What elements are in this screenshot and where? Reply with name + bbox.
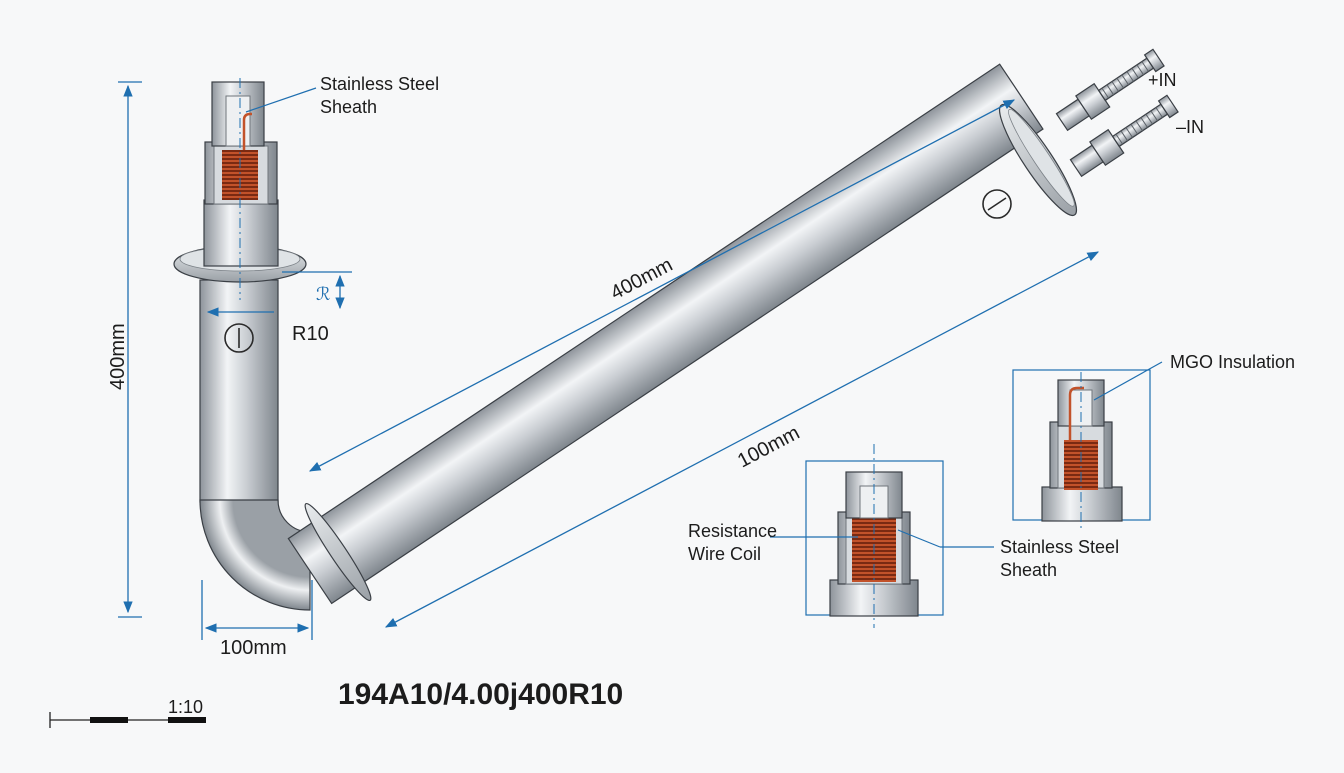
detail-sheath-label-line2: Sheath xyxy=(1000,560,1057,580)
svg-text:ℛ: ℛ xyxy=(316,284,330,304)
marking-circle-icon xyxy=(224,323,254,353)
detail-view-coil xyxy=(770,444,994,628)
scale-label: 1:10 xyxy=(168,697,203,717)
dimension-diagonal-upper xyxy=(308,99,1016,472)
resistance-wire-coil-label-line1: Resistance xyxy=(688,521,777,541)
top-terminal-assembly xyxy=(173,78,307,300)
part-number: 194A10/4.00j400R10 xyxy=(338,678,623,711)
marking-circle-icon xyxy=(982,189,1012,219)
sheath-label-line2: Sheath xyxy=(320,97,377,117)
sheath-label-line1: Stainless Steel xyxy=(320,74,439,94)
minus-in-label: –IN xyxy=(1176,117,1204,137)
detail-sheath-label-line1: Stainless Steel xyxy=(1000,537,1119,557)
dimension-vertical xyxy=(118,81,142,618)
detail-view-mgo xyxy=(1012,361,1163,530)
tube-bend xyxy=(199,499,311,611)
bend-flange xyxy=(304,502,372,602)
sheath-leader xyxy=(245,87,317,113)
vertical-length-label: 400mm xyxy=(107,323,129,390)
scale-bar xyxy=(49,712,206,728)
right-terminal-assembly xyxy=(998,48,1179,217)
bend-radius-label: R10 xyxy=(292,323,329,345)
base-width-label: 100mm xyxy=(220,637,287,659)
dimension-bend-radius: ℛ xyxy=(206,271,352,317)
bolt-terminal-icon xyxy=(1069,94,1179,178)
lower-length-label: 100mm xyxy=(734,422,803,473)
plus-in-label: +IN xyxy=(1148,70,1177,90)
bolt-terminal-icon xyxy=(1055,48,1165,132)
dimension-diagonal-lower xyxy=(384,251,1100,628)
mgo-insulation-label: MGO Insulation xyxy=(1170,352,1295,372)
dimension-base-width xyxy=(201,580,313,640)
vertical-tube xyxy=(199,279,279,503)
resistance-wire-coil-label-line2: Wire Coil xyxy=(688,544,761,564)
